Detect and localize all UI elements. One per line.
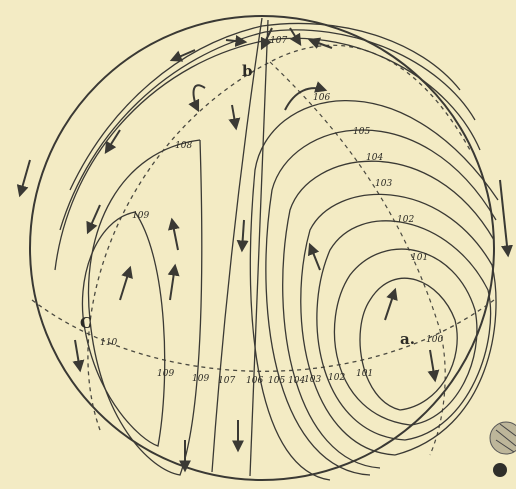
equator-number: 101 <box>356 369 373 379</box>
contour-number: 105 <box>353 127 370 137</box>
equator-number: 107 <box>218 376 235 386</box>
contour-number: 108 <box>175 141 192 151</box>
equator-number: 105 <box>268 376 285 386</box>
dashed-meridian <box>87 44 471 431</box>
dashed-equator <box>31 299 495 372</box>
equator-number: 109 <box>157 369 174 379</box>
equator-number: 102 <box>328 373 345 383</box>
equator-number: 103 <box>304 375 321 385</box>
contour-number: 104 <box>366 153 383 163</box>
point-label-c: C <box>80 314 92 332</box>
contour-number: 101 <box>411 253 428 263</box>
point-label-a: a. <box>400 330 415 348</box>
wind-arrows <box>16 27 513 473</box>
contour-number: 106 <box>313 93 330 103</box>
contour-number: 109 <box>132 211 149 221</box>
contour-number: 107 <box>270 36 287 46</box>
equator-number: 106 <box>246 376 263 386</box>
globe-outline <box>29 15 495 481</box>
isobar-lines <box>54 17 499 481</box>
contour-number: 102 <box>397 215 414 225</box>
equator-number: 104 <box>288 376 305 386</box>
contour-number: 110 <box>100 338 117 348</box>
equator-number: 109 <box>192 374 209 384</box>
point-label-b: b <box>242 62 253 80</box>
contour-number: 100 <box>426 335 443 345</box>
corner-emblem <box>489 421 516 477</box>
contour-number: 103 <box>375 179 392 189</box>
